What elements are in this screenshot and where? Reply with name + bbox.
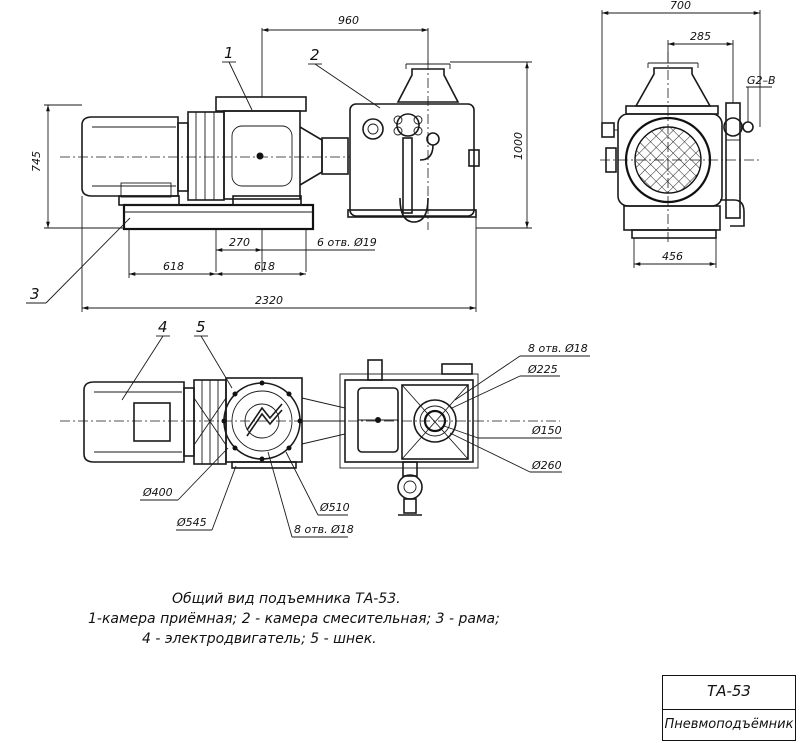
top-leaders <box>121 335 590 538</box>
dim-g2b: G2–B <box>747 74 776 87</box>
dim-618-right: 618 <box>254 260 275 273</box>
dim-745: 745 <box>30 151 43 172</box>
dim-618-left: 618 <box>163 260 184 273</box>
top-receiving-chamber <box>221 377 346 469</box>
title-block-designation: ТА-53 <box>707 682 751 700</box>
top-mixing-chamber <box>60 359 560 516</box>
callout-labels: 1 2 3 4 5 <box>30 44 320 336</box>
dim-150: Ø150 <box>531 424 562 437</box>
dim-456: 456 <box>662 250 683 263</box>
dim-510: Ø510 <box>319 501 350 514</box>
side-frame <box>118 195 315 231</box>
side-view <box>26 28 532 312</box>
dim-700: 700 <box>670 0 691 12</box>
dim-285: 285 <box>690 30 711 43</box>
caption-title: Общий вид подъемника ТА-53. <box>172 591 401 607</box>
callout-5: 5 <box>196 318 206 336</box>
side-dimension-lines <box>44 28 532 312</box>
dim-545: Ø545 <box>176 516 207 529</box>
callout-4: 4 <box>158 318 168 336</box>
caption-line-3: 4 - электродвигатель; 5 - шнек. <box>142 631 377 647</box>
top-view <box>60 335 590 538</box>
dim-6-holes-19: 6 отв. Ø19 <box>317 236 377 249</box>
callout-2: 2 <box>310 46 320 64</box>
dim-8-holes-18-top: 8 отв. Ø18 <box>528 342 588 355</box>
top-motor <box>83 379 227 465</box>
title-block-divider <box>663 709 795 710</box>
dim-270: 270 <box>229 236 250 249</box>
dim-960: 960 <box>338 14 359 27</box>
dim-225: Ø225 <box>527 363 558 376</box>
dim-8-holes-18-bottom: 8 отв. Ø18 <box>294 523 354 536</box>
side-callout-leaders <box>26 61 381 304</box>
side-mixing-chamber <box>347 60 480 230</box>
title-block: ТА-53 Пневмоподъёмник <box>662 675 796 741</box>
callout-3: 3 <box>30 285 40 303</box>
dim-2320: 2320 <box>255 294 283 307</box>
dimension-labels: 960 700 285 G2–B 745 1000 270 6 отв. Ø19… <box>30 0 776 536</box>
dim-260: Ø260 <box>531 459 562 472</box>
caption-line-2: 1-камера приёмная; 2 - камера смесительн… <box>88 611 500 627</box>
dim-1000: 1000 <box>512 132 525 160</box>
side-motor <box>81 111 225 201</box>
dim-400: Ø400 <box>142 486 173 499</box>
title-block-name: Пневмоподъёмник <box>664 717 794 732</box>
front-view <box>600 10 772 268</box>
side-receiving-chamber <box>60 96 350 200</box>
callout-1: 1 <box>224 44 234 62</box>
